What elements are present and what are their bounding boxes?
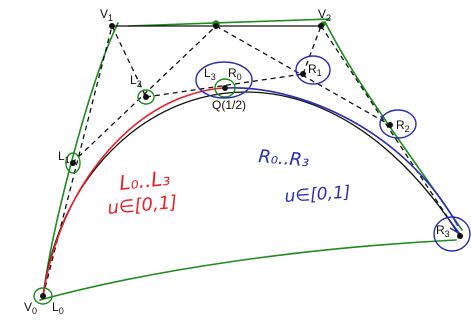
label-l0: L0 bbox=[52, 300, 64, 316]
point-l1 bbox=[70, 160, 76, 166]
edge-v0-v1 bbox=[42, 25, 113, 297]
green-annotation-strokes bbox=[39, 18, 463, 301]
point-r1 bbox=[300, 71, 306, 77]
label-q-half: Q(1/2) bbox=[212, 98, 246, 112]
label-v1: V1 bbox=[100, 7, 113, 23]
green-edge-v0-v1 bbox=[42, 22, 119, 299]
annotation-left-range: L₀..L₃ bbox=[118, 166, 171, 195]
label-r2: R2 bbox=[396, 118, 410, 134]
annotation-right-range: R₀..R₃ bbox=[258, 146, 311, 171]
label-v0: V0 bbox=[24, 300, 37, 316]
point-v1 bbox=[109, 23, 115, 29]
point-labels: V1 V2 L2 L3 R0 R1 R2 R3 L1 V0 L0 Q(1/2) bbox=[24, 7, 450, 316]
edge-v2-r3 bbox=[320, 25, 461, 237]
handwritten-annotations: L₀..L₃ u∈[0,1] R₀..R₃ u∈[0,1] bbox=[107, 146, 351, 219]
circle-r1 bbox=[295, 55, 331, 85]
label-l2: L2 bbox=[130, 73, 142, 89]
construction-lines bbox=[42, 25, 461, 297]
point-v0 bbox=[40, 293, 46, 299]
annotation-right-param: u∈[0,1] bbox=[284, 182, 351, 207]
circle-l3-r0 bbox=[195, 61, 253, 99]
control-points bbox=[40, 23, 463, 299]
edge-v1-l2 bbox=[111, 25, 147, 98]
label-v2: V2 bbox=[318, 7, 331, 23]
label-r1: R1 bbox=[308, 62, 322, 78]
green-edge-v1-v2 bbox=[127, 18, 331, 27]
circle-q bbox=[214, 78, 236, 98]
circle-l2 bbox=[137, 89, 155, 105]
point-mid bbox=[213, 23, 219, 29]
left-subcurve bbox=[42, 87, 227, 297]
label-l3: L3 bbox=[204, 66, 216, 82]
point-q bbox=[222, 85, 228, 91]
circle-r2 bbox=[379, 109, 417, 139]
point-l2 bbox=[143, 94, 149, 100]
point-highlight-circles bbox=[33, 20, 471, 305]
right-subcurve bbox=[225, 87, 459, 227]
point-r3 bbox=[457, 233, 463, 239]
annotation-left-param: u∈[0,1] bbox=[107, 192, 178, 219]
point-v2 bbox=[318, 23, 324, 29]
label-l1: L1 bbox=[58, 149, 70, 165]
green-edge-r3-v0 bbox=[39, 239, 457, 301]
label-r0: R0 bbox=[228, 66, 242, 82]
circle-r3 bbox=[433, 216, 471, 252]
point-r2 bbox=[387, 122, 393, 128]
circle-v0 bbox=[33, 287, 53, 305]
circle-l1 bbox=[65, 152, 81, 174]
edge-l1-m bbox=[71, 25, 217, 164]
label-r3: R3 bbox=[436, 223, 450, 239]
